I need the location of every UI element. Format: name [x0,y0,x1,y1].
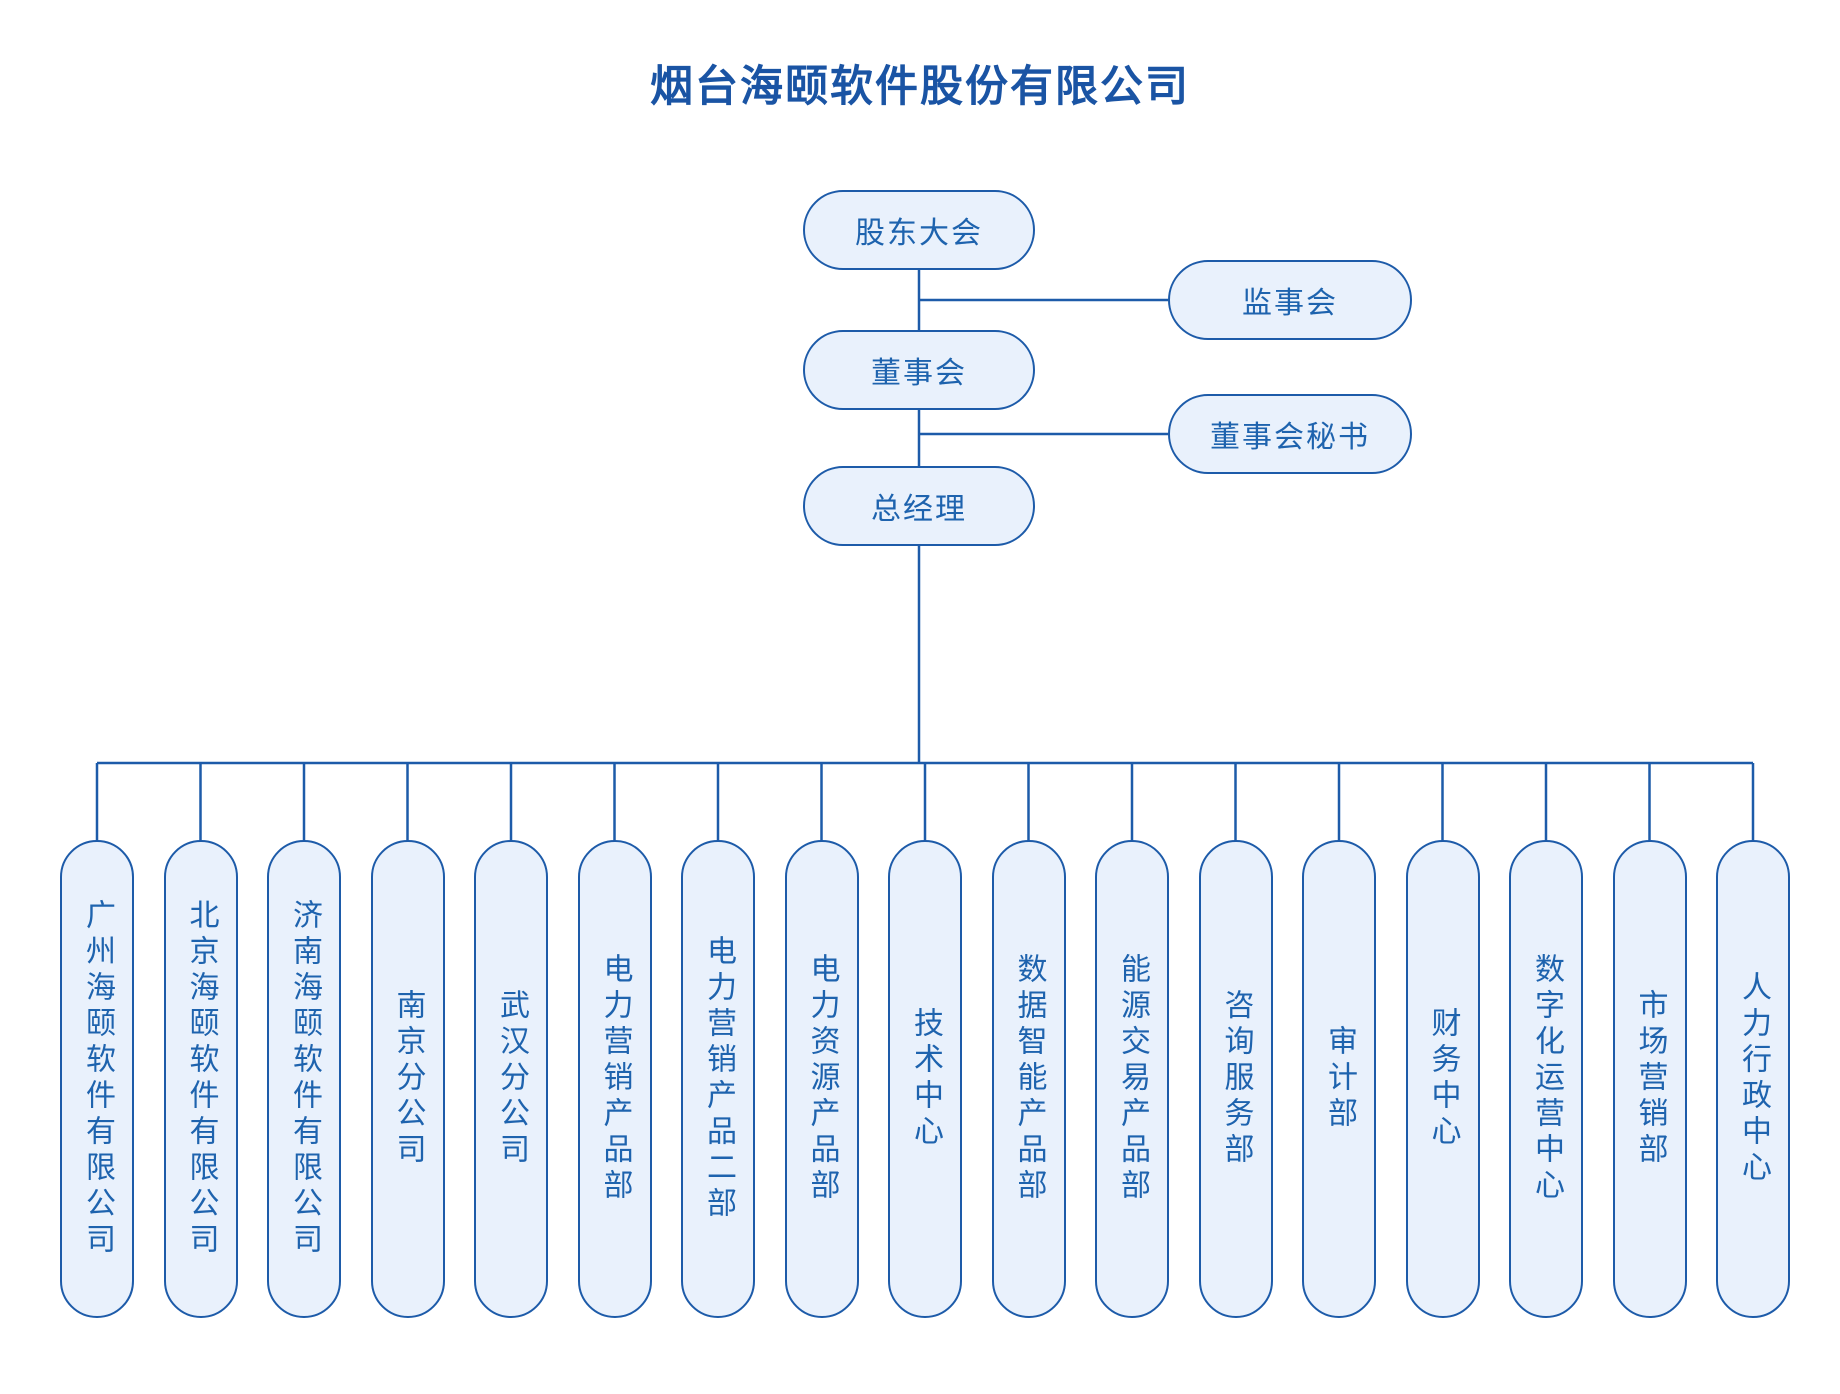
dept-node: 广州海颐软件有限公司 [60,840,134,1318]
org-node-label: 总经理 [871,493,967,526]
dept-node-label: 技术中心 [909,1007,942,1151]
dept-node: 技术中心 [888,840,962,1318]
dept-node: 电力营销产品二部 [681,840,755,1318]
dept-node-label: 人力行政中心 [1737,971,1770,1187]
dept-node-label: 北京海颐软件有限公司 [184,899,218,1259]
dept-node: 咨询服务部 [1198,840,1273,1318]
page-title: 烟台海颐软件股份有限公司 [650,63,1190,111]
dept-node-label: 广州海颐软件有限公司 [81,899,114,1259]
dept-node: 电力资源产品部 [784,840,859,1318]
org-node-label: 股东大会 [855,217,983,250]
org-node-general-manager: 总经理 [803,466,1035,546]
org-node-label: 董事会 [871,357,967,390]
org-node-supervisory-board: 监事会 [1168,260,1412,340]
dept-node: 市场营销部 [1612,840,1687,1318]
dept-node-label: 数据智能产品部 [1012,953,1046,1205]
dept-node-label: 能源交易产品部 [1116,953,1149,1205]
dept-node-label: 市场营销部 [1633,989,1667,1169]
dept-node-label: 电力资源产品部 [805,953,839,1205]
org-node-board-of-directors: 董事会 [803,330,1035,410]
dept-node-label: 电力营销产品二部 [702,935,735,1223]
dept-node-label: 电力营销产品部 [598,953,632,1205]
dept-node: 北京海颐软件有限公司 [163,840,238,1318]
dept-node: 电力营销产品部 [577,840,652,1318]
dept-node-label: 武汉分公司 [495,989,528,1169]
org-node-label: 董事会秘书 [1210,421,1370,454]
dept-node: 南京分公司 [370,840,445,1318]
org-node-label: 监事会 [1242,287,1338,320]
dept-node: 能源交易产品部 [1095,840,1169,1318]
org-node-board-secretary: 董事会秘书 [1168,394,1412,474]
dept-node: 审计部 [1302,840,1376,1318]
dept-node: 济南海颐软件有限公司 [267,840,341,1318]
dept-node: 数据智能产品部 [991,840,1066,1318]
dept-node: 武汉分公司 [474,840,548,1318]
dept-node: 人力行政中心 [1716,840,1790,1318]
dept-node-label: 审计部 [1323,1025,1356,1133]
dept-node: 数字化运营中心 [1509,840,1583,1318]
dept-node-label: 济南海颐软件有限公司 [288,899,321,1259]
dept-node-label: 财务中心 [1426,1007,1460,1151]
dept-node-label: 咨询服务部 [1219,989,1253,1169]
dept-node-label: 南京分公司 [391,989,425,1169]
dept-node-label: 数字化运营中心 [1530,953,1563,1205]
org-node-shareholders-meeting: 股东大会 [803,190,1035,270]
dept-node: 财务中心 [1405,840,1480,1318]
